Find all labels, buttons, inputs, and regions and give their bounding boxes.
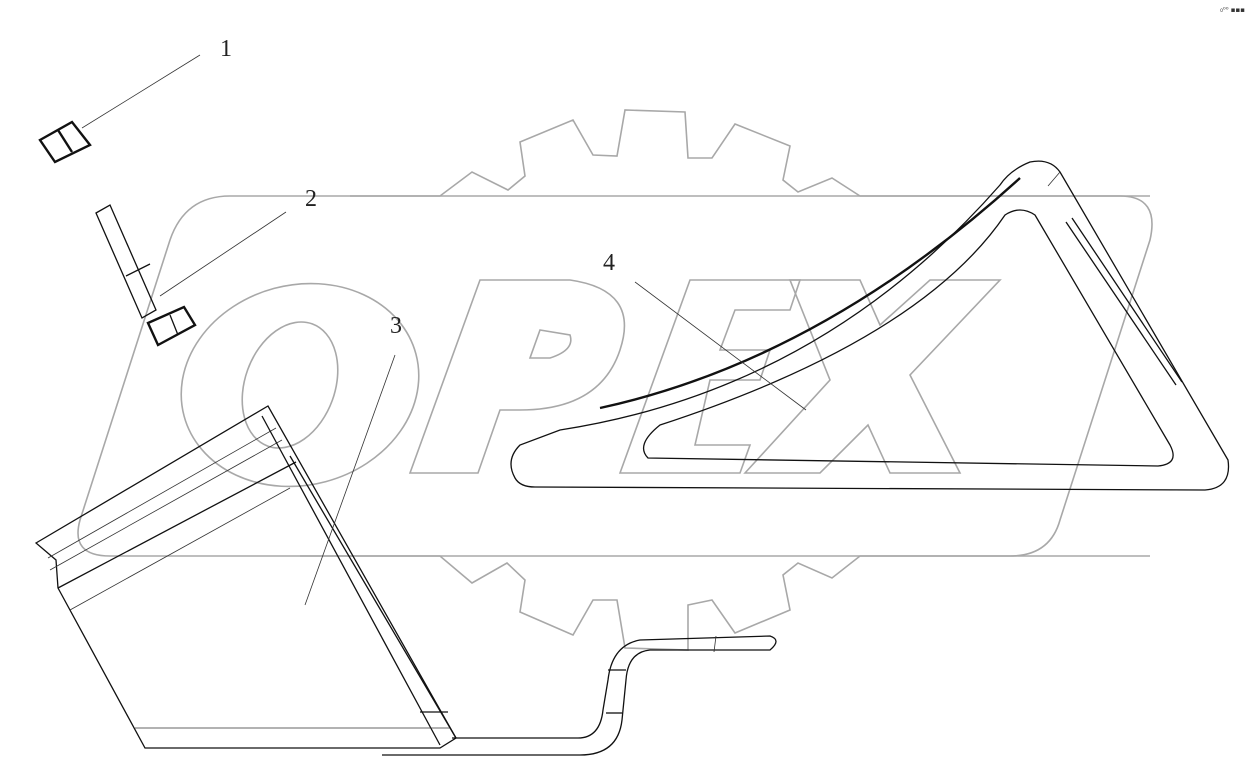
part-4-plate	[510, 160, 1230, 491]
part-3-strap	[382, 635, 777, 756]
part-1-nut	[38, 54, 201, 164]
watermark-text-opex	[180, 279, 1002, 488]
watermark-gear-icon	[300, 109, 1150, 651]
corner-mark: ₀⁰⁰ ▪▪▪	[1220, 6, 1245, 14]
callout-1: 1	[220, 36, 232, 62]
callout-4: 4	[603, 250, 615, 276]
part-2-bolt	[95, 204, 287, 347]
watermark-badge	[77, 195, 1153, 557]
callout-2: 2	[305, 186, 317, 212]
callout-3: 3	[390, 313, 402, 339]
part-3-bracket	[34, 354, 457, 749]
